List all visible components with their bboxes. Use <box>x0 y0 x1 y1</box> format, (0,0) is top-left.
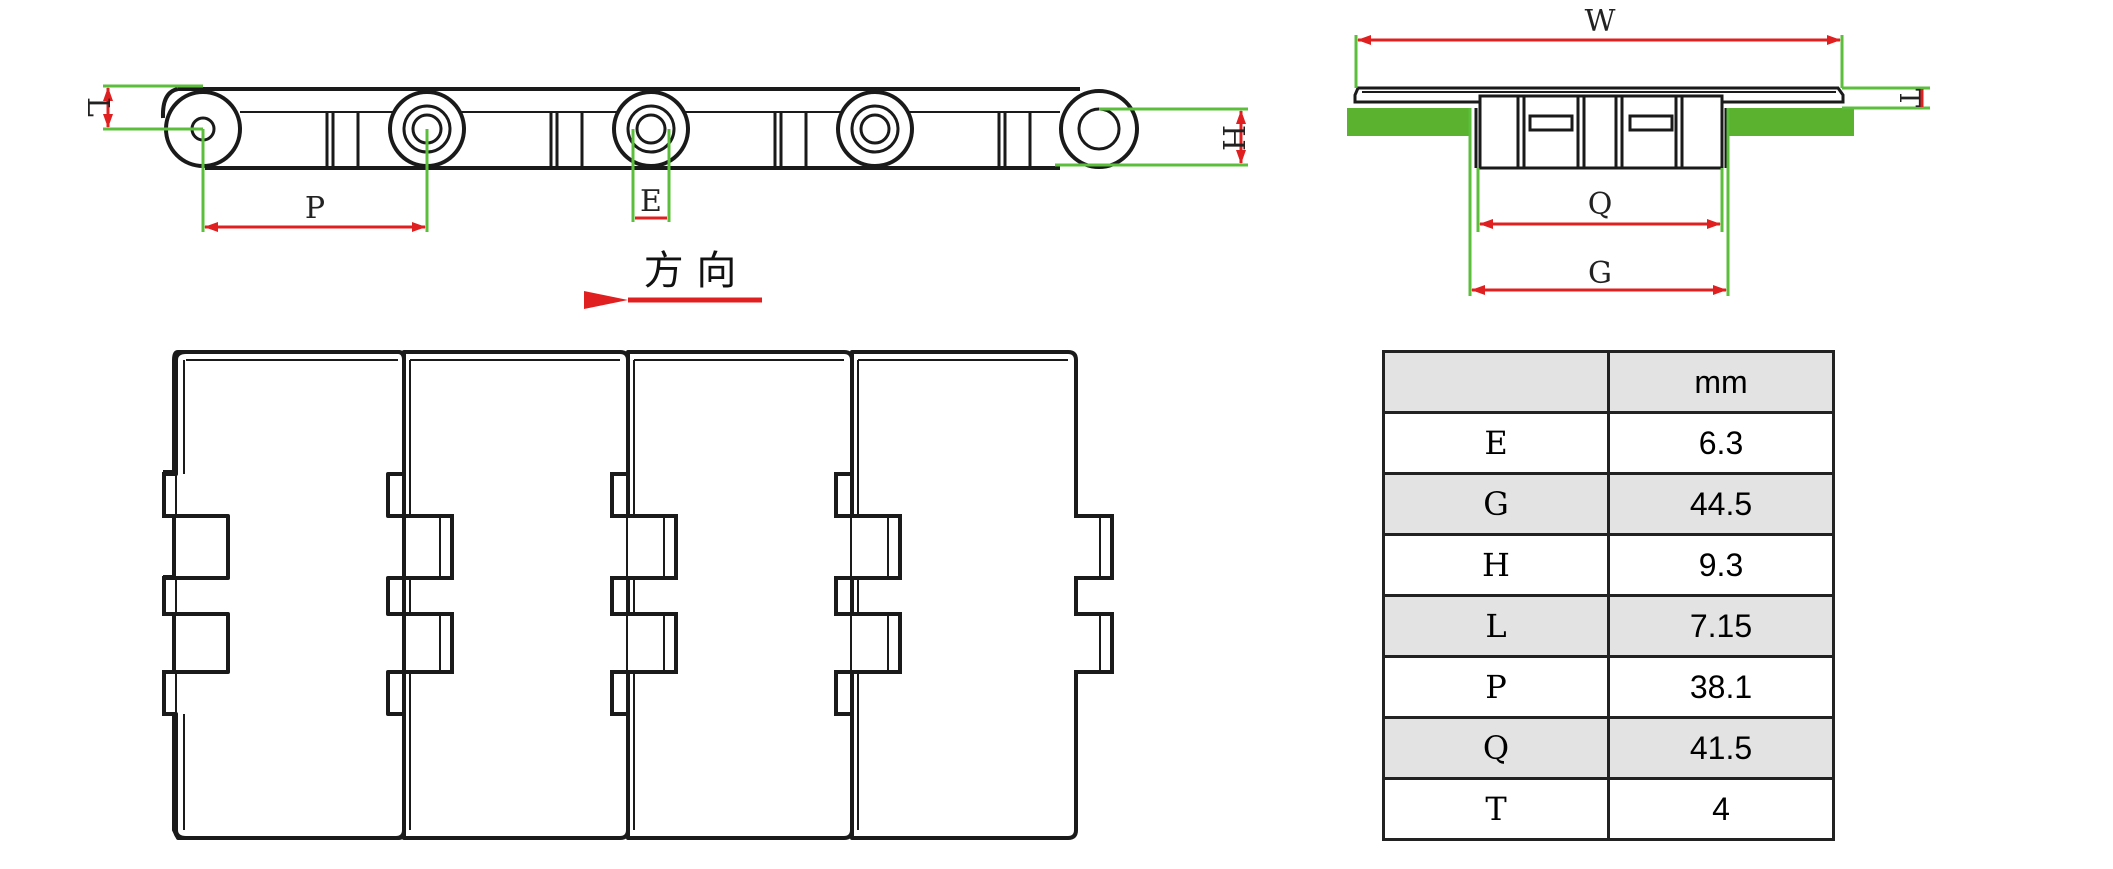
dim-label-e: E <box>640 184 662 219</box>
spec-key: G <box>1382 472 1610 536</box>
spec-row: G 44.5 <box>1382 472 1835 536</box>
side-extension-lines <box>103 84 1248 232</box>
top-view-link-2 <box>402 350 630 840</box>
spec-value: 41.5 <box>1607 716 1835 780</box>
spec-row: Q 41.5 <box>1382 716 1835 780</box>
direction-label: 方 向 <box>644 248 737 294</box>
direction-indicator: 方 向 <box>584 248 762 309</box>
front-hinge-body <box>1478 94 1724 170</box>
spec-row: H 9.3 <box>1382 533 1835 597</box>
spec-key: Q <box>1382 716 1610 780</box>
support-rail-left <box>1347 108 1471 136</box>
spec-value: 6.3 <box>1607 411 1835 475</box>
spec-key: L <box>1382 594 1610 658</box>
front-extension-lines <box>1354 35 1930 296</box>
support-rail-right <box>1726 108 1854 136</box>
spec-value: 4 <box>1607 777 1835 841</box>
dim-label-w: W <box>1585 4 1616 39</box>
spec-header-row: mm <box>1382 350 1835 414</box>
dim-label-g: G <box>1588 256 1612 291</box>
spec-value: 7.15 <box>1607 594 1835 658</box>
plate-1-clean <box>162 350 406 840</box>
dim-label-h: H <box>1215 125 1250 151</box>
hinge-knuckle-3 <box>612 90 690 168</box>
hinge-knuckle-4 <box>836 90 914 168</box>
spec-header-unit: mm <box>1607 350 1835 414</box>
front-view: W T Q G <box>1347 4 1930 296</box>
top-view-link-4 <box>850 350 1078 840</box>
spec-header-key <box>1382 350 1610 414</box>
top-view-link-3 <box>626 350 854 840</box>
spec-value: 9.3 <box>1607 533 1835 597</box>
spec-key: H <box>1382 533 1610 597</box>
spec-key: E <box>1382 411 1610 475</box>
spec-row: T 4 <box>1382 777 1835 841</box>
dim-label-l: L <box>80 97 115 117</box>
front-dimension-lines <box>1357 35 1924 295</box>
side-view: L P E H <box>80 84 1250 232</box>
hinge-knuckle-5 <box>1059 89 1139 169</box>
spec-table: mm E 6.3 G 44.5 H 9.3 L 7.15 P 38.1 Q 41… <box>1382 350 1835 841</box>
side-dimension-lines <box>103 87 1246 232</box>
plates-overlay <box>402 350 1078 840</box>
spec-value: 44.5 <box>1607 472 1835 536</box>
spec-key: T <box>1382 777 1610 841</box>
spec-row: P 38.1 <box>1382 655 1835 719</box>
dim-label-t: T <box>1893 89 1926 108</box>
spec-row: E 6.3 <box>1382 411 1835 475</box>
spec-row: L 7.15 <box>1382 594 1835 658</box>
spec-value: 38.1 <box>1607 655 1835 719</box>
spec-key: P <box>1382 655 1610 719</box>
dim-label-p: P <box>305 191 325 226</box>
dim-label-q: Q <box>1588 187 1613 222</box>
